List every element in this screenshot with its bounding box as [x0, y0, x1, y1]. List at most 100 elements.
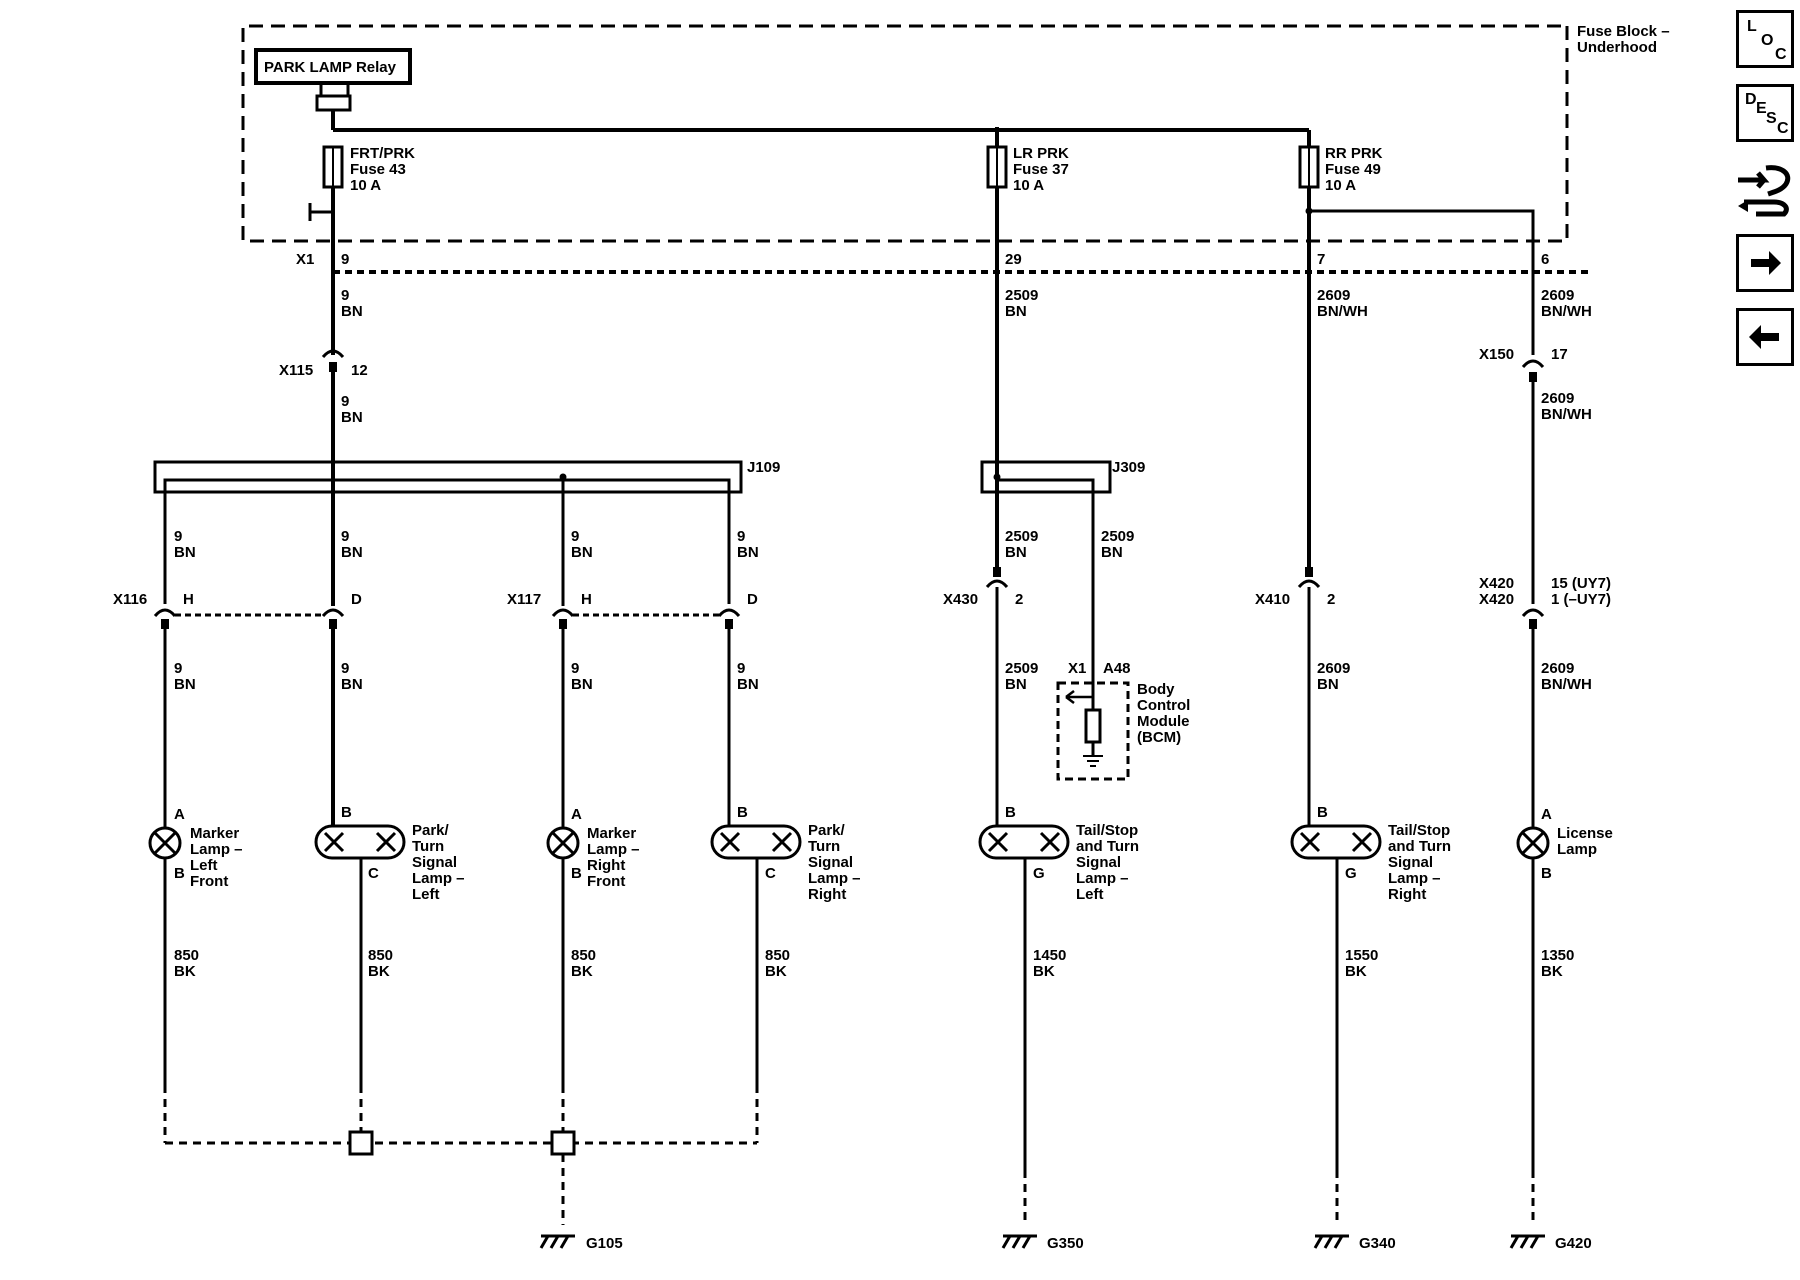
- lamp-label: Left: [412, 886, 440, 903]
- lamp-label: Right: [587, 857, 625, 874]
- park-turn-signal-lamp-left: [314, 824, 406, 860]
- wire-label: BN: [571, 544, 593, 561]
- lamp-pin: B: [571, 865, 582, 882]
- fuse-49-rating: 10 A: [1325, 177, 1356, 194]
- marker-lamp-left-front: [148, 826, 182, 860]
- wire-label: BN/WH: [1541, 303, 1592, 320]
- x420-label-2: X420: [1479, 591, 1514, 608]
- desc-letter: S: [1766, 110, 1777, 127]
- ground-icon: [539, 1234, 575, 1249]
- lamp-label: Lamp: [1557, 841, 1597, 858]
- next-page-button[interactable]: [1736, 234, 1794, 292]
- x1-pin-6: 6: [1541, 251, 1549, 268]
- wire-label: BN: [341, 303, 363, 320]
- bcm-resistor: [1084, 708, 1102, 744]
- wire-label: 9: [341, 393, 349, 410]
- connector-x430: [985, 567, 1009, 589]
- lamp-label: Lamp –: [1076, 870, 1129, 887]
- connector-tool-icon[interactable]: [1734, 160, 1796, 222]
- wire-label: 9: [174, 528, 182, 545]
- lamp-pin: C: [368, 865, 379, 882]
- marker-lamp-right-front: [546, 826, 580, 860]
- fuse-37-name: LR PRK: [1013, 145, 1069, 162]
- wire-label: 9: [341, 528, 349, 545]
- x420-label-1: X420: [1479, 575, 1514, 592]
- wire-label: 9: [341, 287, 349, 304]
- tail-stop-turn-lamp-right: [1290, 824, 1382, 860]
- wire-label: BN: [571, 676, 593, 693]
- fuse-43-rating: 10 A: [350, 177, 381, 194]
- bcm-ground-icon: [1083, 755, 1103, 767]
- lamp-pin: B: [1317, 804, 1328, 821]
- x117-label: X117: [507, 591, 541, 608]
- lamp-label: Turn: [412, 838, 444, 855]
- fuse-37-rating: 10 A: [1013, 177, 1044, 194]
- description-button[interactable]: D E S C: [1736, 84, 1794, 142]
- lamp-label: Front: [190, 873, 228, 890]
- wire-label: BN: [1317, 676, 1339, 693]
- bcm-input-arrow-icon: [1065, 690, 1093, 704]
- wire-label: BN: [1005, 676, 1027, 693]
- lamp-label: and Turn: [1388, 838, 1451, 855]
- location-button[interactable]: L O C: [1736, 10, 1794, 68]
- lamp-label: Signal: [412, 854, 457, 871]
- j109-label: J109: [747, 459, 780, 476]
- x420-pin-1: 15 (UY7): [1551, 575, 1611, 592]
- loc-letter: O: [1761, 32, 1774, 49]
- x115-pin: 12: [351, 362, 368, 379]
- lamp-label: and Turn: [1076, 838, 1139, 855]
- lamp-pin: B: [174, 865, 185, 882]
- license-lamp: [1516, 826, 1550, 860]
- wire-label: 1450: [1033, 947, 1066, 964]
- wire-label: BK: [1345, 963, 1367, 980]
- park-lamp-relay: [254, 48, 412, 85]
- wire-label: BK: [765, 963, 787, 980]
- wire-label: 9: [341, 660, 349, 677]
- wire-label: BK: [1541, 963, 1563, 980]
- splice-pack: [550, 1130, 576, 1156]
- x116-label: X116: [113, 591, 147, 608]
- lamp-pin: G: [1033, 865, 1045, 882]
- fuse-49-name: RR PRK: [1325, 145, 1383, 162]
- lamp-label: Park/: [808, 822, 846, 839]
- connector-x150: [1521, 359, 1545, 369]
- bcm-connector-label: X1: [1068, 660, 1086, 677]
- x116-pin-h: H: [183, 591, 194, 608]
- wire-label: BN/WH: [1541, 406, 1592, 423]
- lamp-pin: B: [341, 804, 352, 821]
- wire-label: BN: [737, 544, 759, 561]
- wire-label: 2609: [1541, 660, 1574, 677]
- lamp-pin: C: [765, 865, 776, 882]
- x410-label: X410: [1255, 591, 1290, 608]
- ground-label-g105: G105: [586, 1235, 623, 1252]
- wire-label: 2509: [1005, 528, 1038, 545]
- previous-page-button[interactable]: [1736, 308, 1794, 366]
- ground-icon: [1509, 1234, 1545, 1249]
- wire-label: BK: [368, 963, 390, 980]
- lamp-label: Lamp –: [587, 841, 640, 858]
- lamp-label: Signal: [1388, 854, 1433, 871]
- ground-label-g340: G340: [1359, 1235, 1396, 1252]
- lamp-label: Turn: [808, 838, 840, 855]
- wire-label: BN: [1005, 303, 1027, 320]
- bcm-boundary: [1056, 681, 1130, 781]
- lamp-pin: B: [1541, 865, 1552, 882]
- relay-contact: [315, 83, 352, 112]
- wire-label: 2609: [1317, 660, 1350, 677]
- lamp-label: Signal: [1076, 854, 1121, 871]
- lamp-label: Lamp –: [808, 870, 861, 887]
- connector-x116: [153, 608, 345, 629]
- wire-label: 2509: [1005, 287, 1038, 304]
- lamp-label: Left: [190, 857, 218, 874]
- bcm-label: Body: [1137, 681, 1175, 698]
- splice-j309: [980, 460, 1112, 494]
- wire-label: 2509: [1101, 528, 1134, 545]
- wire-label: 850: [174, 947, 199, 964]
- x430-label: X430: [943, 591, 978, 608]
- wire-label: 1550: [1345, 947, 1378, 964]
- x420-pin-2: 1 (–UY7): [1551, 591, 1611, 608]
- x117-pin-d: D: [747, 591, 758, 608]
- x150-label: X150: [1479, 346, 1514, 363]
- ground-icon: [1001, 1234, 1037, 1249]
- wire-label: BK: [571, 963, 593, 980]
